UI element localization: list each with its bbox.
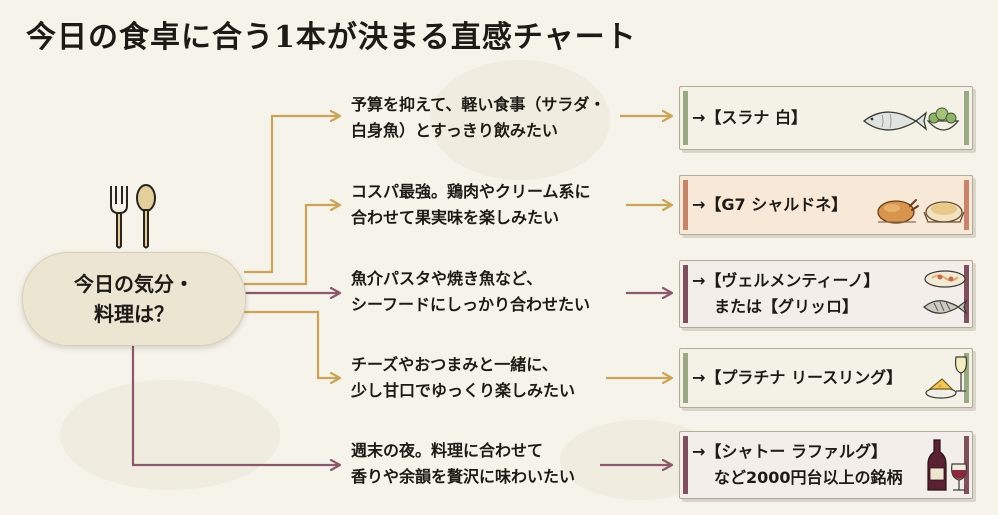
cream-gratin-icon (923, 201, 965, 223)
card-stripe-left (683, 91, 688, 145)
condition-5: 週末の夜。料理に合わせて 香りや余韻を贅沢に味わいたい (351, 438, 651, 490)
card-stripe-right (964, 91, 969, 145)
condition-3-line-2: シーフードにしっかり合わせたい (351, 295, 591, 314)
condition-3: 魚介パスタや焼き魚など、 シーフードにしっかり合わせたい (351, 266, 651, 318)
condition-2: コスパ最強。鶏肉やクリーム系に 合わせて果実味を楽しみたい (351, 179, 651, 231)
utensils-icon (110, 184, 156, 249)
recommendation-5-text-line-1: →【シャトー ラファルグ】 (692, 442, 887, 461)
recommendation-card-4: →【プラチナ リースリング】 (679, 348, 973, 408)
seafood-pasta-icon (924, 270, 966, 288)
card-stripe-left (683, 180, 688, 230)
recommendation-card-3: →【ヴェルメンティーノ】 または【グリッロ】 (679, 260, 973, 328)
salad-bowl-icon (926, 107, 960, 131)
condition-1: 予算を抑えて、軽い食事（サラダ・ 白身魚）とすっきり飲みたい (351, 92, 651, 144)
condition-5-line-1: 週末の夜。料理に合わせて (351, 441, 544, 460)
card-stripe-right (964, 353, 969, 403)
condition-2-line-1: コスパ最強。鶏肉やクリーム系に (351, 182, 591, 201)
recommendation-5-text-line-2: など2000円台以上の銘柄 (714, 468, 903, 487)
connector-branch-5 (131, 344, 340, 465)
recommendation-card-2: →【G7 シャルドネ】 (679, 175, 973, 235)
roast-chicken-icon (877, 199, 919, 224)
recommendation-1-text: →【スラナ 白】 (692, 108, 807, 127)
start-node-mood-dish: 今日の気分・ 料理は？ (22, 252, 246, 346)
condition-4-line-1: チーズやおつまみと一緒に、 (351, 355, 558, 374)
recommendation-2-text: →【G7 シャルドネ】 (692, 195, 848, 214)
card-stripe-left (683, 353, 688, 403)
spoon-icon (136, 184, 156, 249)
connector-branch-2 (244, 205, 340, 286)
recommendation-3-text-line-2: または【グリッロ】 (714, 297, 859, 316)
fork-icon (110, 186, 128, 249)
connector-branch-1 (244, 116, 340, 274)
condition-1-line-2: 白身魚）とすっきり飲みたい (351, 121, 558, 140)
recommendation-3-text-line-1: →【ヴェルメンティーノ】 (692, 271, 880, 290)
condition-5-line-2: 香りや余韻を贅沢に味わいたい (351, 467, 576, 486)
paper-texture (430, 60, 610, 180)
card-stripe-right (964, 180, 969, 230)
card-stripe-left (683, 436, 688, 494)
start-node-line-2: 料理は？ (94, 302, 174, 326)
condition-3-line-1: 魚介パスタや焼き魚など、 (351, 269, 543, 288)
condition-4: チーズやおつまみと一緒に、 少し甘口でゆっくり楽しみたい (351, 352, 651, 404)
paper-texture (60, 380, 280, 490)
red-wine-bottle-icon (927, 439, 947, 491)
page-title: 今日の食卓に合う1本が決まる直感チャート (26, 20, 637, 55)
condition-2-line-2: 合わせて果実味を楽しみたい (351, 208, 560, 227)
recommendation-card-5: →【シャトー ラファルグ】 など2000円台以上の銘柄 (679, 431, 973, 499)
card-stripe-left (683, 265, 688, 323)
condition-1-line-1: 予算を抑えて、軽い食事（サラダ・ (351, 95, 606, 114)
red-wine-glass-icon (951, 463, 967, 491)
grilled-fish-icon (923, 299, 968, 315)
connector-branch-4 (244, 310, 340, 378)
condition-4-line-2: 少し甘口でゆっくり楽しみたい (351, 381, 576, 400)
cheese-plate-icon (925, 378, 957, 399)
fish-icon (862, 111, 928, 131)
recommendation-4-text: →【プラチナ リースリング】 (692, 368, 903, 387)
recommendation-card-1: →【スラナ 白】 (679, 86, 973, 150)
white-wine-glass-icon (954, 356, 968, 392)
start-node-line-1: 今日の気分・ (74, 272, 194, 296)
card-stripe-right (964, 265, 969, 323)
